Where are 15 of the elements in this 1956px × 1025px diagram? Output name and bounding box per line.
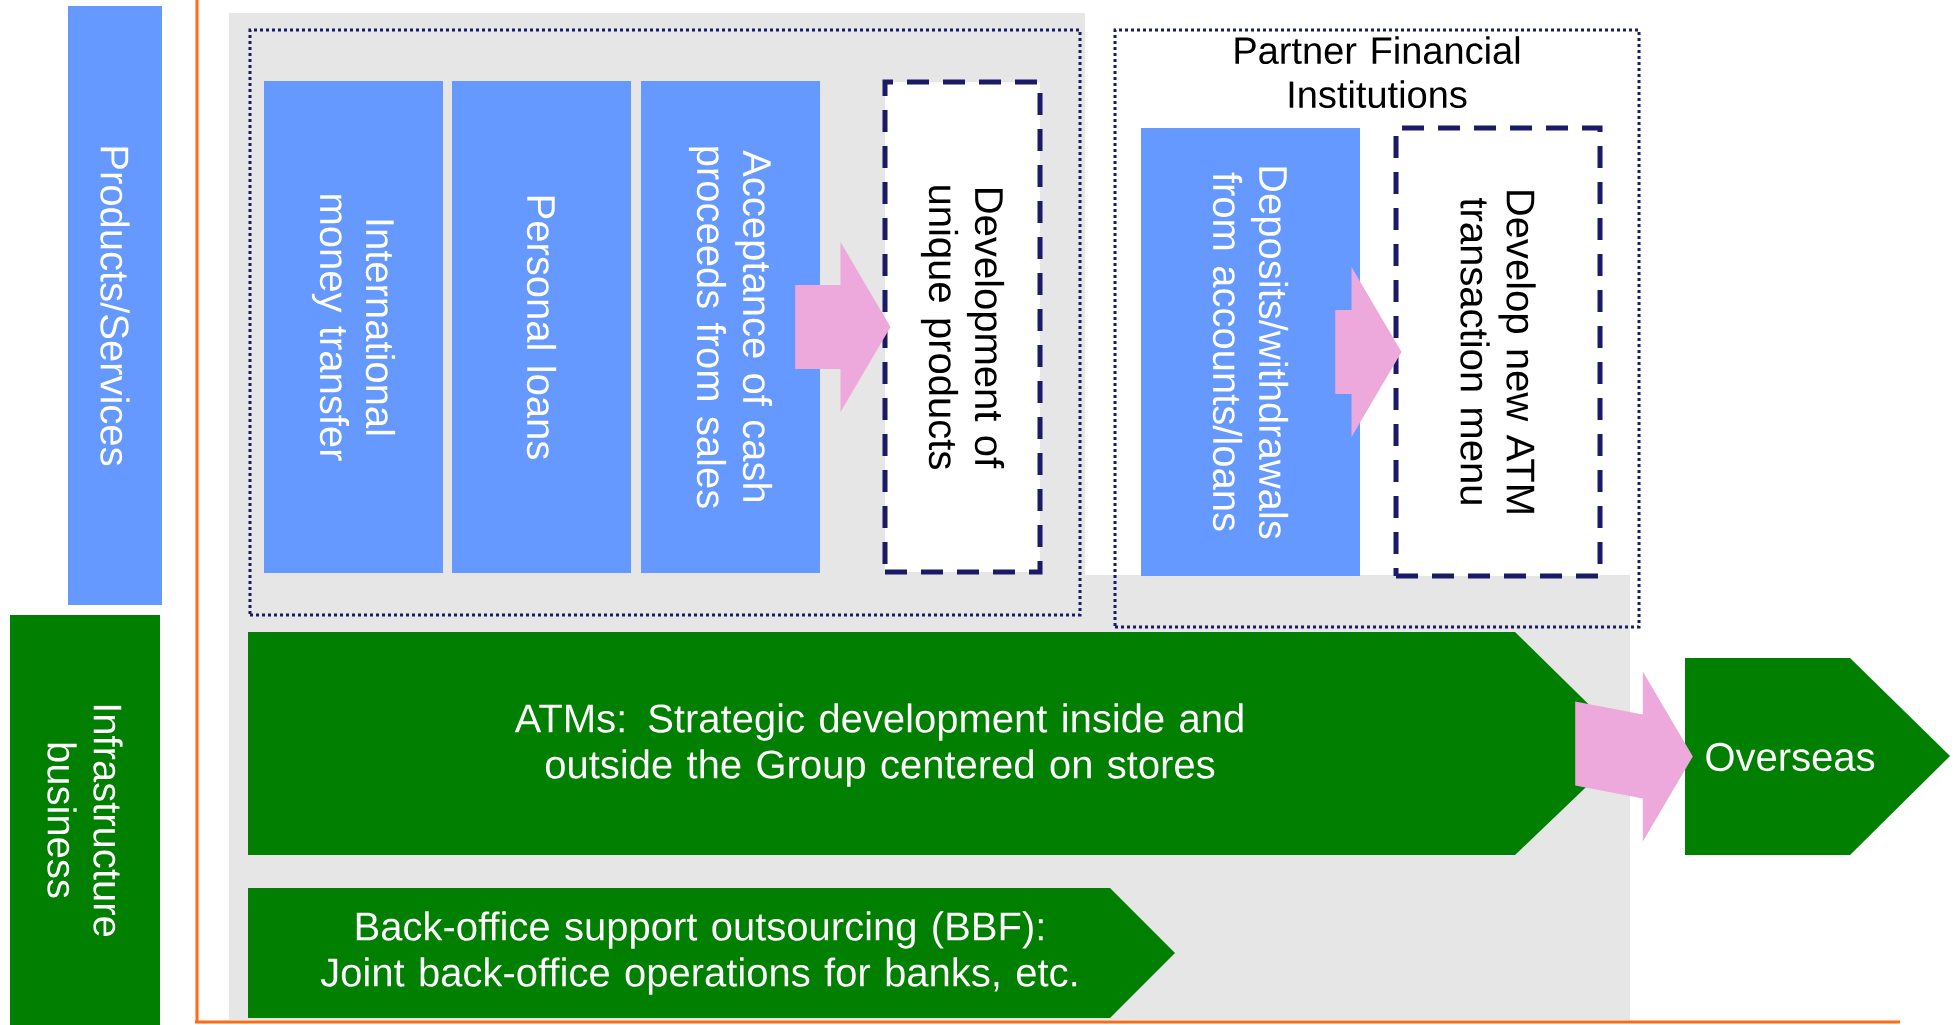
- category-label: Infrastructure business: [10, 615, 160, 1025]
- product-box: Acceptance of cash proceeds from sales: [641, 81, 820, 573]
- product-box: Personal loans: [452, 81, 631, 573]
- block-arrow: [1575, 671, 1693, 842]
- dashed-box: Develop new ATM transaction menu: [1393, 125, 1603, 579]
- block-arrow: [1335, 267, 1402, 437]
- chevron-banner: Overseas: [1685, 658, 1951, 855]
- dashed-box: Development of unique products: [882, 79, 1043, 575]
- product-box: Deposits/withdrawals from accounts/loans: [1141, 128, 1360, 576]
- chevron-banner: Back-office support outsourcing (BBF): Joint back-office operations for banks, etc.: [248, 888, 1175, 1018]
- dotted-group-frame: [248, 28, 1082, 617]
- block-arrow: [795, 242, 891, 412]
- chevron-banner: ATMs: Strategic development inside and outside the Group centered on stores: [248, 632, 1630, 855]
- category-label: Products/Services: [68, 6, 162, 605]
- product-box: International money transfer: [264, 81, 443, 573]
